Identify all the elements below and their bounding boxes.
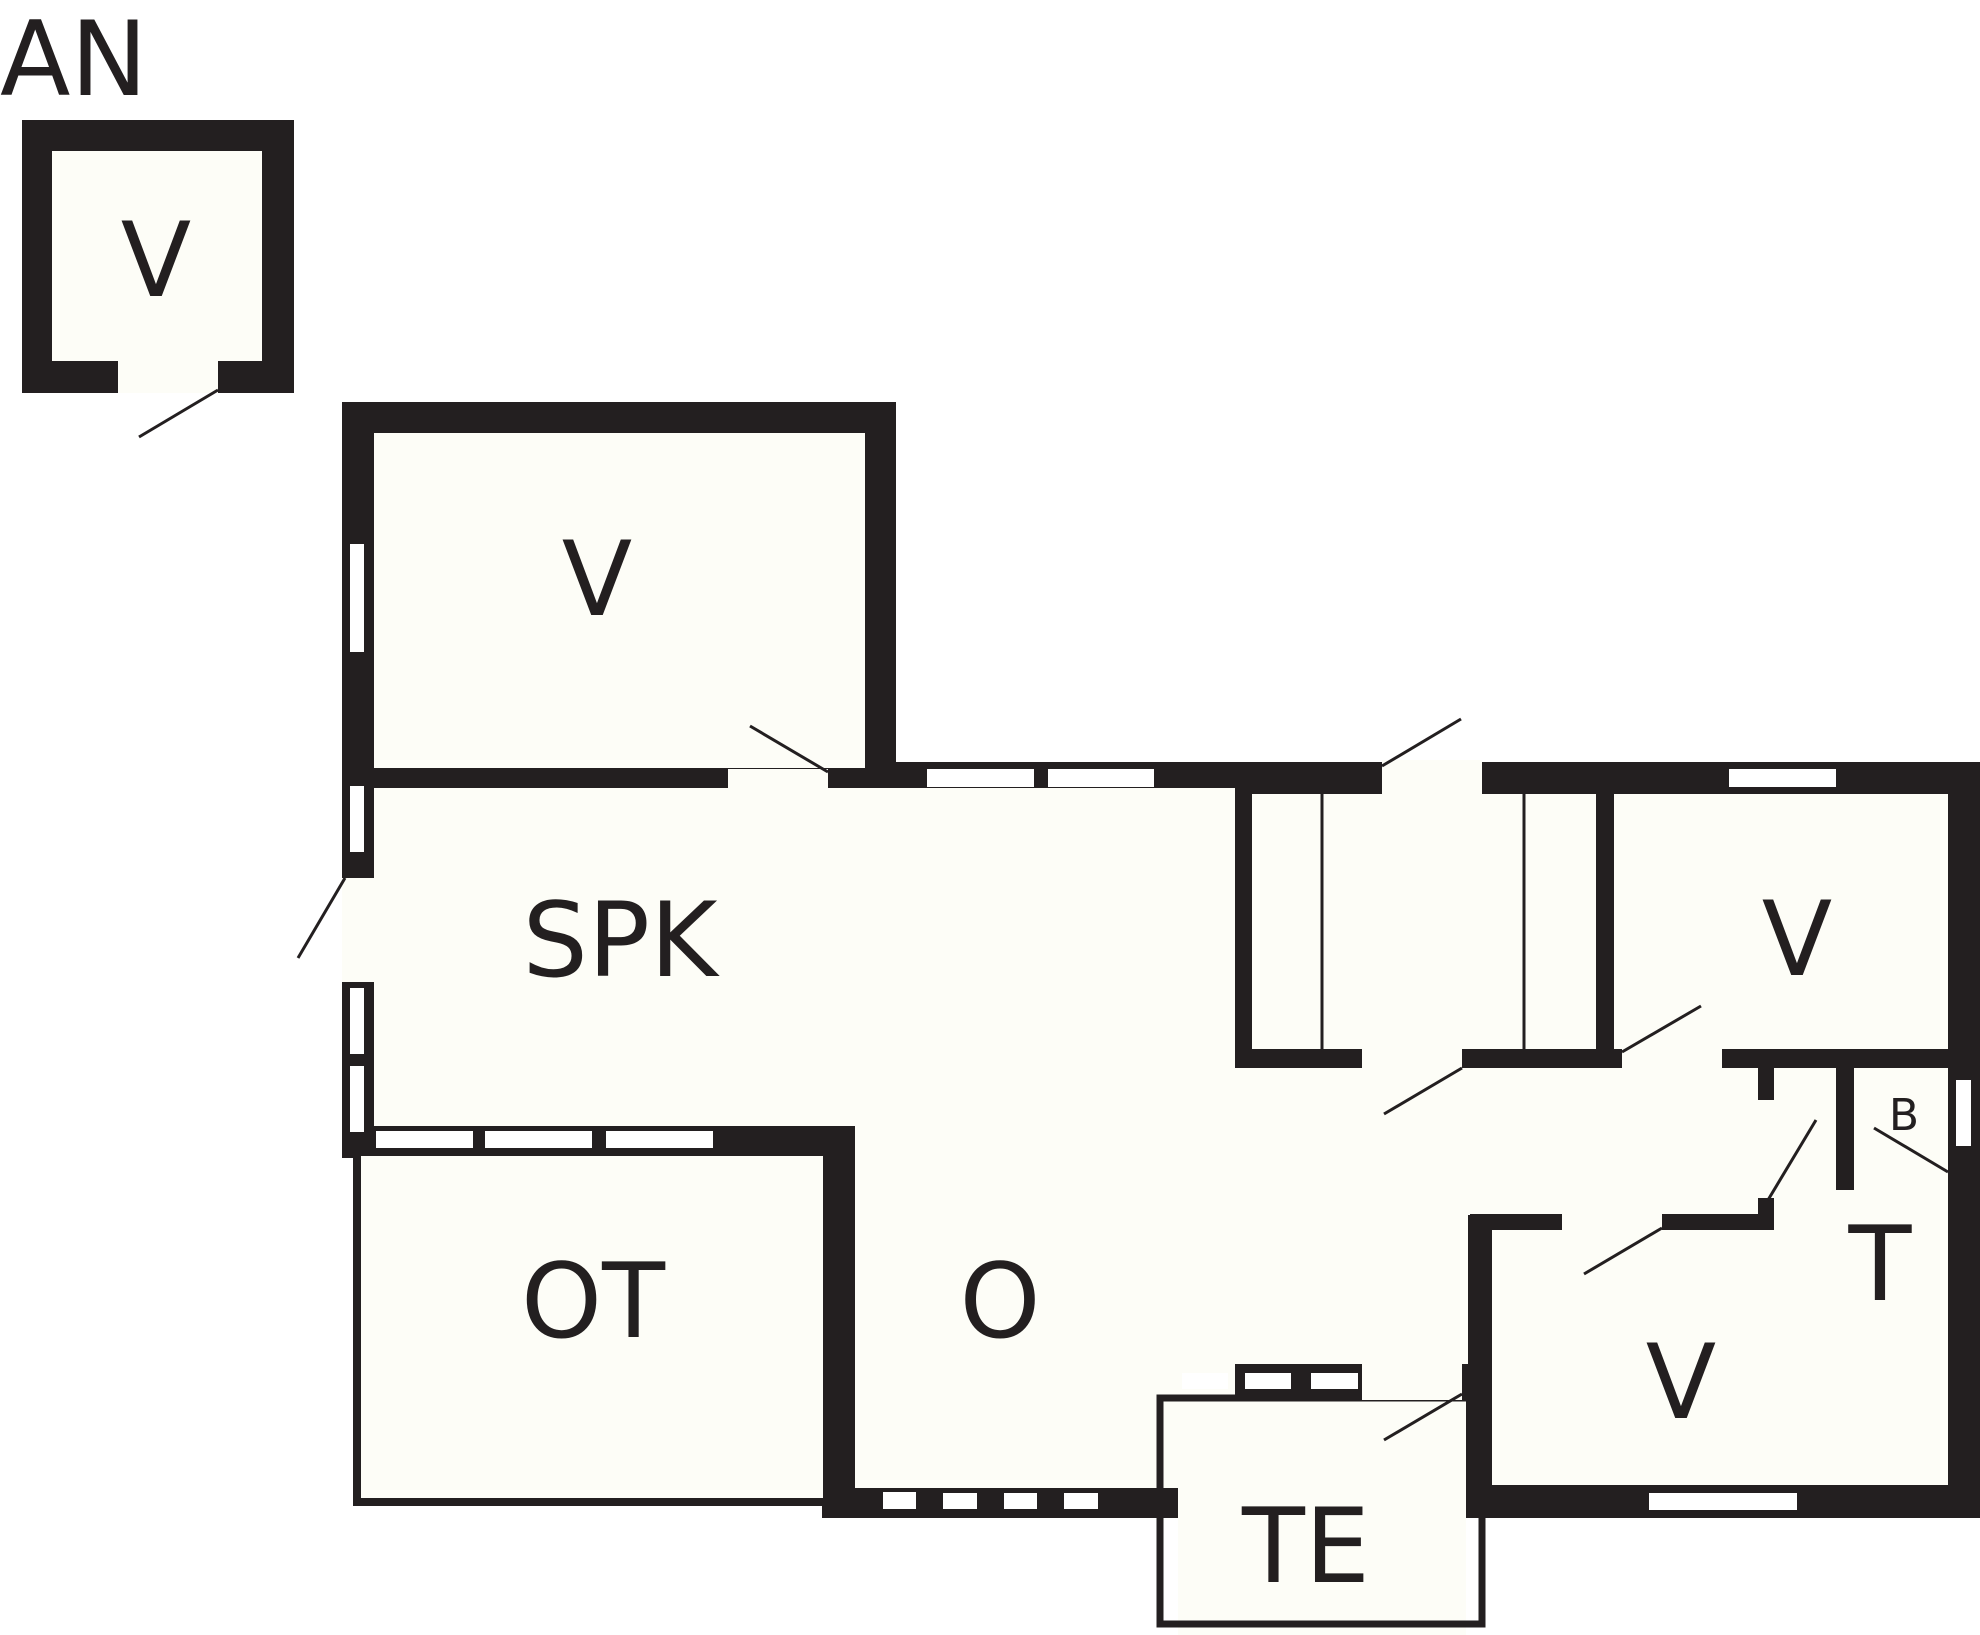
door-gaps — [342, 760, 1948, 1400]
thin-outlines — [353, 794, 1526, 1628]
bedroom-right-label: V — [1762, 880, 1832, 1000]
toilet-label: T — [1848, 1205, 1913, 1325]
bedroom-top-floor — [374, 433, 865, 768]
kitchen-label: SPK — [522, 881, 719, 1001]
windows — [350, 544, 1971, 1510]
bedroom-bottom-floor-2 — [1754, 1350, 1948, 1485]
closets-floor — [1252, 794, 1596, 1049]
living-floor — [360, 1156, 824, 1498]
bedroom-bottom-label: V — [1646, 1323, 1716, 1443]
bathroom-label: B — [1889, 1090, 1919, 1141]
annex-building — [22, 120, 294, 439]
bedroom-right-floor — [1614, 794, 1948, 1049]
lounge-label: O — [959, 1242, 1040, 1362]
annex-door-gap — [118, 361, 218, 393]
lounge-floor — [855, 788, 1235, 1488]
hall-floor-2 — [1178, 1068, 1468, 1364]
terrace-label: TE — [1241, 1487, 1370, 1607]
bedroom-top-label: V — [562, 520, 632, 640]
living-label: OT — [521, 1242, 666, 1362]
bathroom-floor — [1854, 1068, 1948, 1190]
building-label: AN — [0, 0, 148, 120]
house-floors — [360, 433, 1948, 1635]
annex-floor — [52, 151, 262, 361]
terrace-floor — [1178, 1400, 1466, 1635]
annex-room-label: V — [121, 201, 191, 321]
annex-door-swing — [138, 388, 219, 439]
door-swings — [296, 717, 1949, 1442]
shower-floor — [1774, 1068, 1836, 1190]
